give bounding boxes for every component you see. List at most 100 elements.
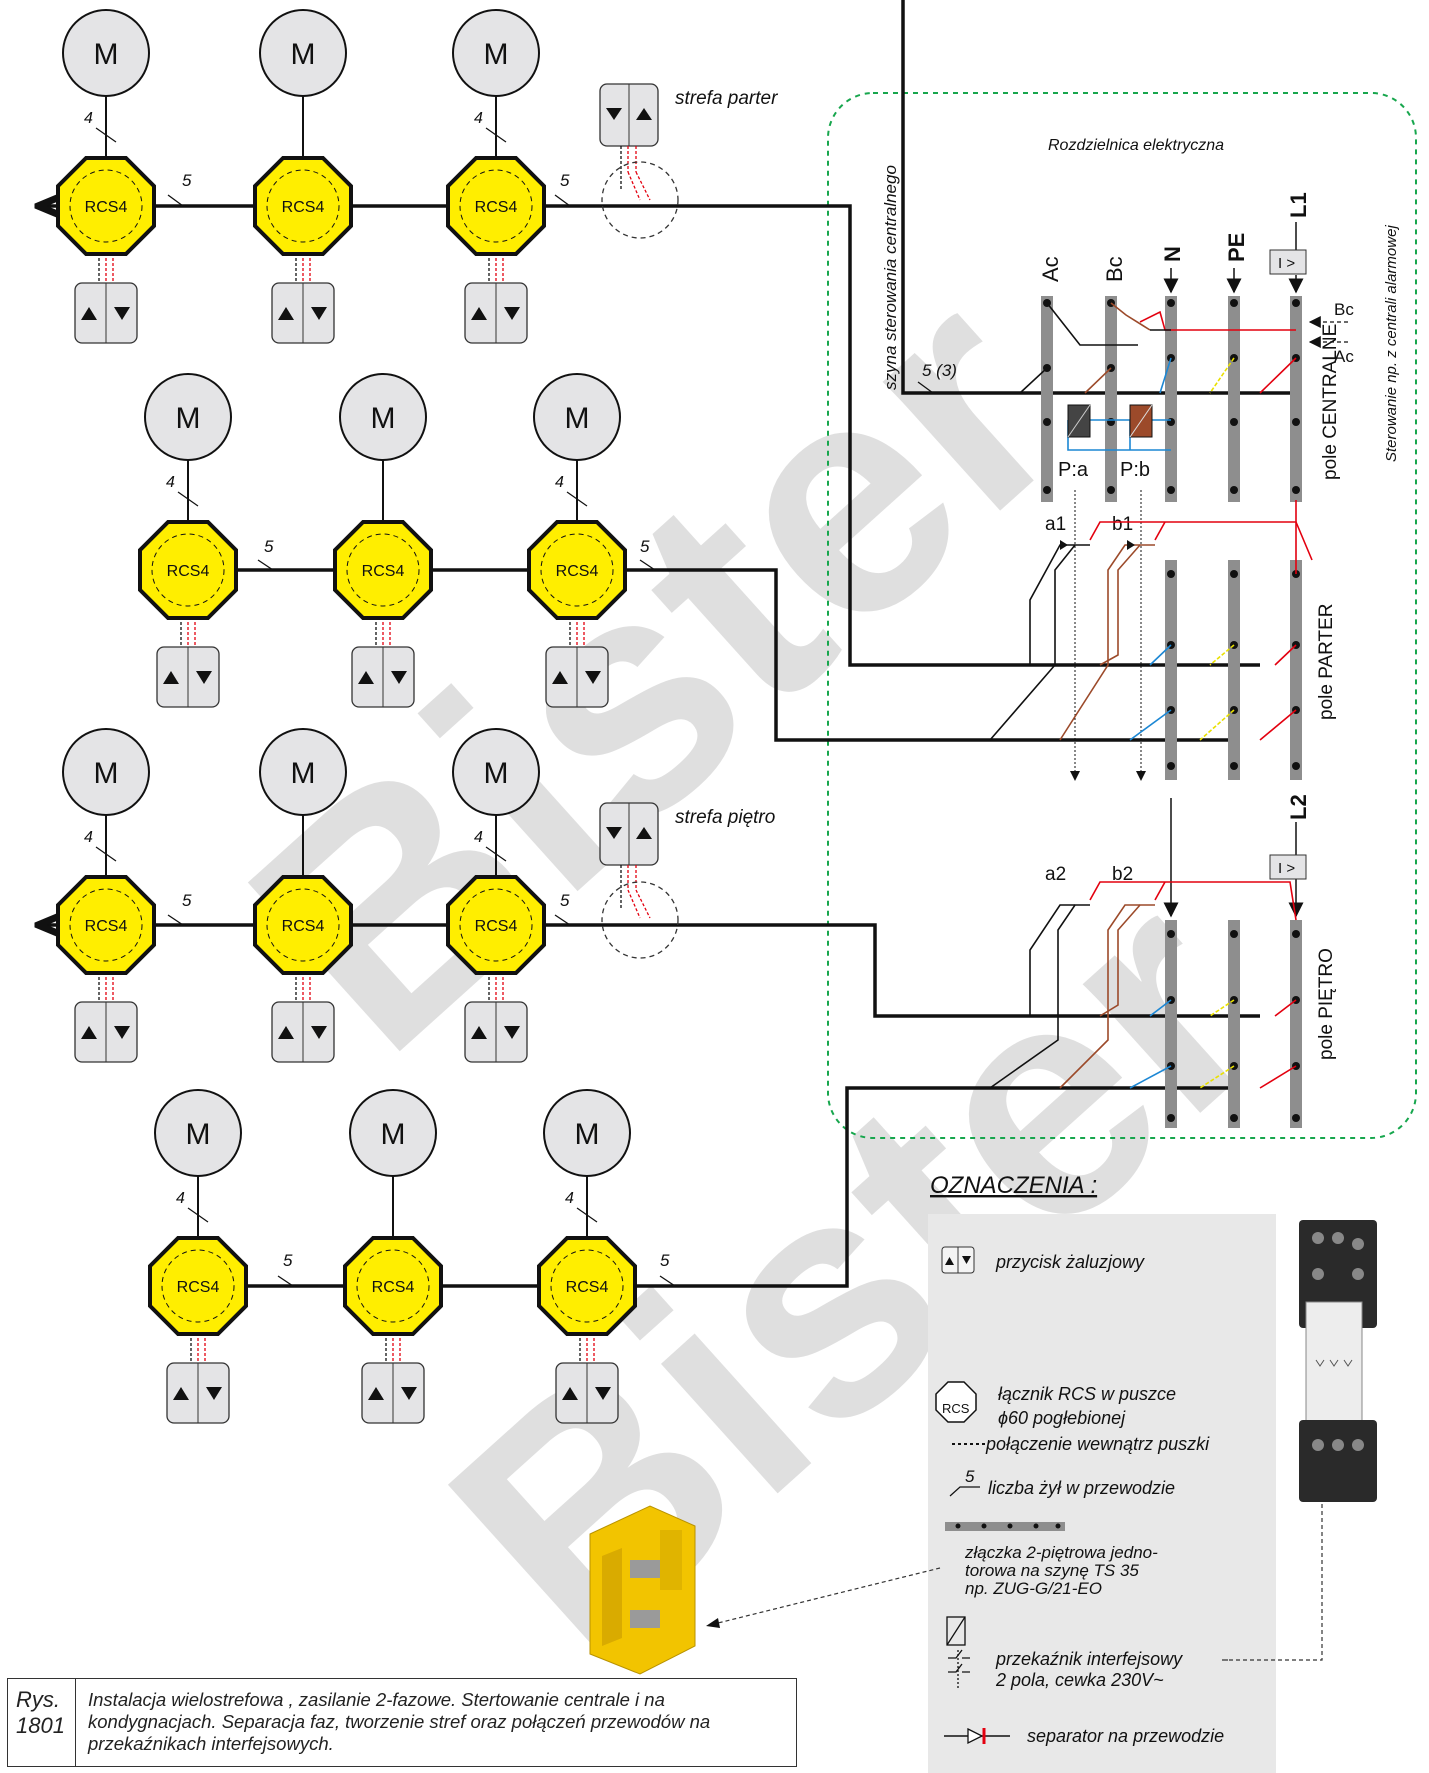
rcs4-switch[interactable]: RCS4: [333, 520, 433, 620]
rcs4-switch[interactable]: RCS4: [138, 520, 238, 620]
svg-text:RCS4: RCS4: [475, 918, 518, 935]
svg-text:4: 4: [555, 474, 564, 491]
legend-button-text: przycisk żaluzjowy: [995, 1252, 1145, 1272]
svg-text:M: M: [176, 402, 201, 435]
svg-text:5: 5: [560, 891, 570, 910]
svg-text:RCS4: RCS4: [177, 1279, 220, 1296]
motor: M: [349, 1089, 437, 1177]
contact-b1: b1: [1112, 514, 1133, 535]
legend-terminal-line3: np. ZUG-G/21-EO: [965, 1579, 1102, 1598]
rail-label-ac: Ac: [1038, 256, 1063, 282]
shutter-button[interactable]: [555, 1362, 619, 1424]
legend-rcs-icon: RCS: [935, 1381, 977, 1423]
rcs4-switch[interactable]: RCS4: [537, 1236, 637, 1336]
zone-label-pietro: strefa piętro: [675, 807, 775, 828]
terminal-photo-link: [717, 1567, 941, 1624]
svg-text:4: 4: [565, 1190, 574, 1207]
svg-text:M: M: [565, 402, 590, 435]
switchboard-title: Rozdzielnica elektryczna: [1048, 137, 1224, 154]
shutter-button[interactable]: [361, 1362, 425, 1424]
parter-wiring: [989, 500, 1313, 741]
svg-text:I >: I >: [1278, 255, 1295, 272]
terminal-block-photo: [589, 1505, 696, 1675]
svg-text:I >: I >: [1278, 860, 1295, 877]
motor: M: [543, 1089, 631, 1177]
svg-text:5: 5: [283, 1251, 293, 1270]
svg-text:RCS4: RCS4: [85, 918, 128, 935]
svg-text:RCS4: RCS4: [556, 563, 599, 580]
shutter-button[interactable]: [271, 1001, 335, 1063]
svg-text:5: 5: [640, 537, 650, 556]
field-label-pietro: pole PIĘTRO: [1316, 948, 1337, 1060]
rail-label-pe: PE: [1224, 233, 1249, 262]
central-rail-label: szyna sterowania centralnego: [881, 165, 900, 390]
motor: M: [452, 728, 540, 816]
rcs4-switch[interactable]: RCS4: [343, 1236, 443, 1336]
breaker-l1: I >: [1269, 249, 1307, 275]
rcs4-switch[interactable]: RCS4: [253, 875, 353, 975]
svg-text:M: M: [575, 1118, 600, 1151]
svg-text:RCS4: RCS4: [282, 918, 325, 935]
svg-text:P:a: P:a: [1058, 459, 1089, 481]
shutter-button[interactable]: [74, 282, 138, 344]
legend-relay-line1: przekaźnik interfejsowy: [995, 1649, 1183, 1669]
alarm-inputs: [1308, 316, 1348, 348]
phase-label-l1: L1: [1286, 192, 1311, 218]
shutter-button[interactable]: [166, 1362, 230, 1424]
wire-ticks: [167, 194, 958, 1287]
rcs4-switch[interactable]: RCS4: [56, 156, 156, 256]
svg-text:5: 5: [660, 1251, 670, 1270]
motor: M: [339, 373, 427, 461]
svg-text:RCS4: RCS4: [282, 199, 325, 216]
shutter-button[interactable]: [271, 282, 335, 344]
svg-text:RCS4: RCS4: [362, 563, 405, 580]
units: M4RCS4MRCS4M4RCS4M4RCS4MRCS4M4RCS4M4RCS4…: [56, 9, 637, 1424]
breaker-l2: I >: [1269, 854, 1307, 880]
svg-text:4: 4: [176, 1190, 185, 1207]
rcs4-switch[interactable]: RCS4: [148, 1236, 248, 1336]
legend-title: OZNACZENIA :: [930, 1172, 1097, 1199]
shutter-button[interactable]: [156, 646, 220, 708]
shutter-button[interactable]: [464, 1001, 528, 1063]
shutter-button[interactable]: [74, 1001, 138, 1063]
svg-text:RCS4: RCS4: [475, 199, 518, 216]
figure-number: Rys. 1801: [8, 1679, 76, 1766]
shutter-button[interactable]: [464, 282, 528, 344]
contact-a1: a1: [1045, 514, 1066, 535]
alarm-input-ac: Ac: [1334, 347, 1354, 366]
motor: M: [259, 9, 347, 97]
zone-button-pietro[interactable]: [599, 802, 679, 959]
legend-panel: [928, 1214, 1276, 1773]
relay-pa: P:a: [1058, 404, 1091, 481]
svg-text:M: M: [291, 757, 316, 790]
svg-text:RCS4: RCS4: [372, 1279, 415, 1296]
svg-text:M: M: [484, 757, 509, 790]
zone-label-parter: strefa parter: [675, 88, 778, 109]
separators-parter: [1060, 540, 1135, 550]
zone-button-parter[interactable]: [599, 83, 679, 239]
svg-text:4: 4: [474, 110, 483, 127]
svg-text:4: 4: [84, 829, 93, 846]
rcs4-switch[interactable]: RCS4: [56, 875, 156, 975]
svg-text:RCS: RCS: [942, 1401, 970, 1416]
svg-text:M: M: [94, 38, 119, 71]
rail-arrows: [1163, 222, 1304, 918]
unit-r4-c2: M RCS4: [343, 1089, 443, 1424]
shutter-button[interactable]: [351, 646, 415, 708]
phase-label-l2: L2: [1286, 794, 1311, 820]
rcs4-switch[interactable]: RCS4: [446, 875, 546, 975]
svg-text:M: M: [484, 38, 509, 71]
rcs4-switch[interactable]: RCS4: [253, 156, 353, 256]
relay-pb-label: P:b: [1120, 459, 1150, 481]
shutter-button[interactable]: [545, 646, 609, 708]
legend-separator-icon: [944, 1727, 1010, 1745]
motor: M: [62, 9, 150, 97]
rcs4-switch[interactable]: RCS4: [446, 156, 546, 256]
svg-text:5: 5: [182, 891, 192, 910]
alarm-input-bc: Bc: [1334, 300, 1354, 319]
rcs4-switch[interactable]: RCS4: [527, 520, 627, 620]
